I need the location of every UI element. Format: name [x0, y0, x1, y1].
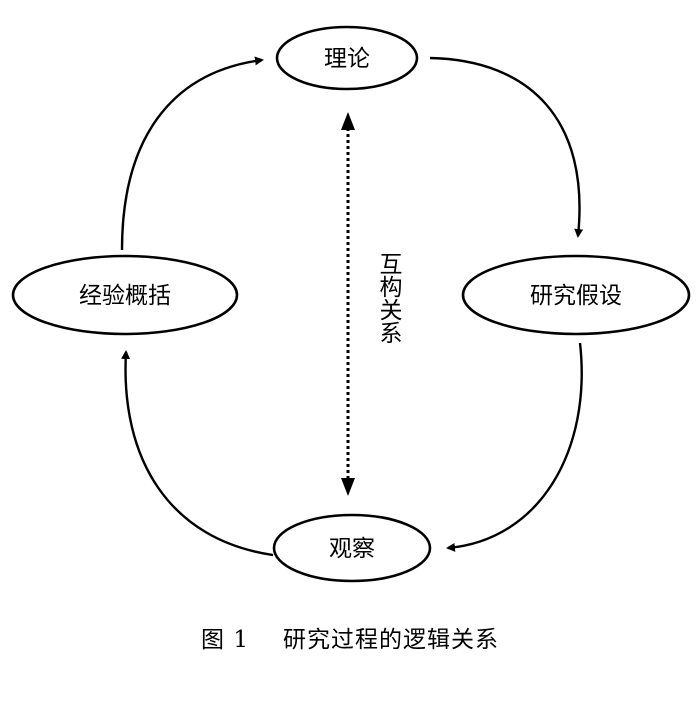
- figure-number: 图 1: [201, 627, 249, 653]
- arrow-down-head: [341, 478, 355, 496]
- node-theory: 理论: [275, 25, 419, 91]
- node-generalization-label: 经验概括: [79, 283, 171, 309]
- mutual-construction-label: 互构关系: [375, 252, 403, 344]
- arrow-hypothesis-to-observation: [446, 342, 583, 552]
- arrow-theory-to-hypothesis: [429, 56, 584, 238]
- node-generalization: 经验概括: [11, 254, 239, 336]
- node-theory-label: 理论: [324, 46, 370, 72]
- node-observation-label: 观察: [329, 536, 375, 562]
- arrow-generalization-to-theory: [120, 56, 264, 251]
- figure-caption: 图 1 研究过程的逻辑关系: [0, 620, 700, 654]
- arrow-up-head: [341, 112, 355, 130]
- arrow-observation-to-generalization: [121, 350, 274, 557]
- figure-title: 研究过程的逻辑关系: [282, 627, 499, 653]
- node-hypothesis-label: 研究假设: [530, 283, 622, 309]
- node-observation: 观察: [272, 513, 432, 583]
- node-hypothesis: 研究假设: [461, 254, 691, 336]
